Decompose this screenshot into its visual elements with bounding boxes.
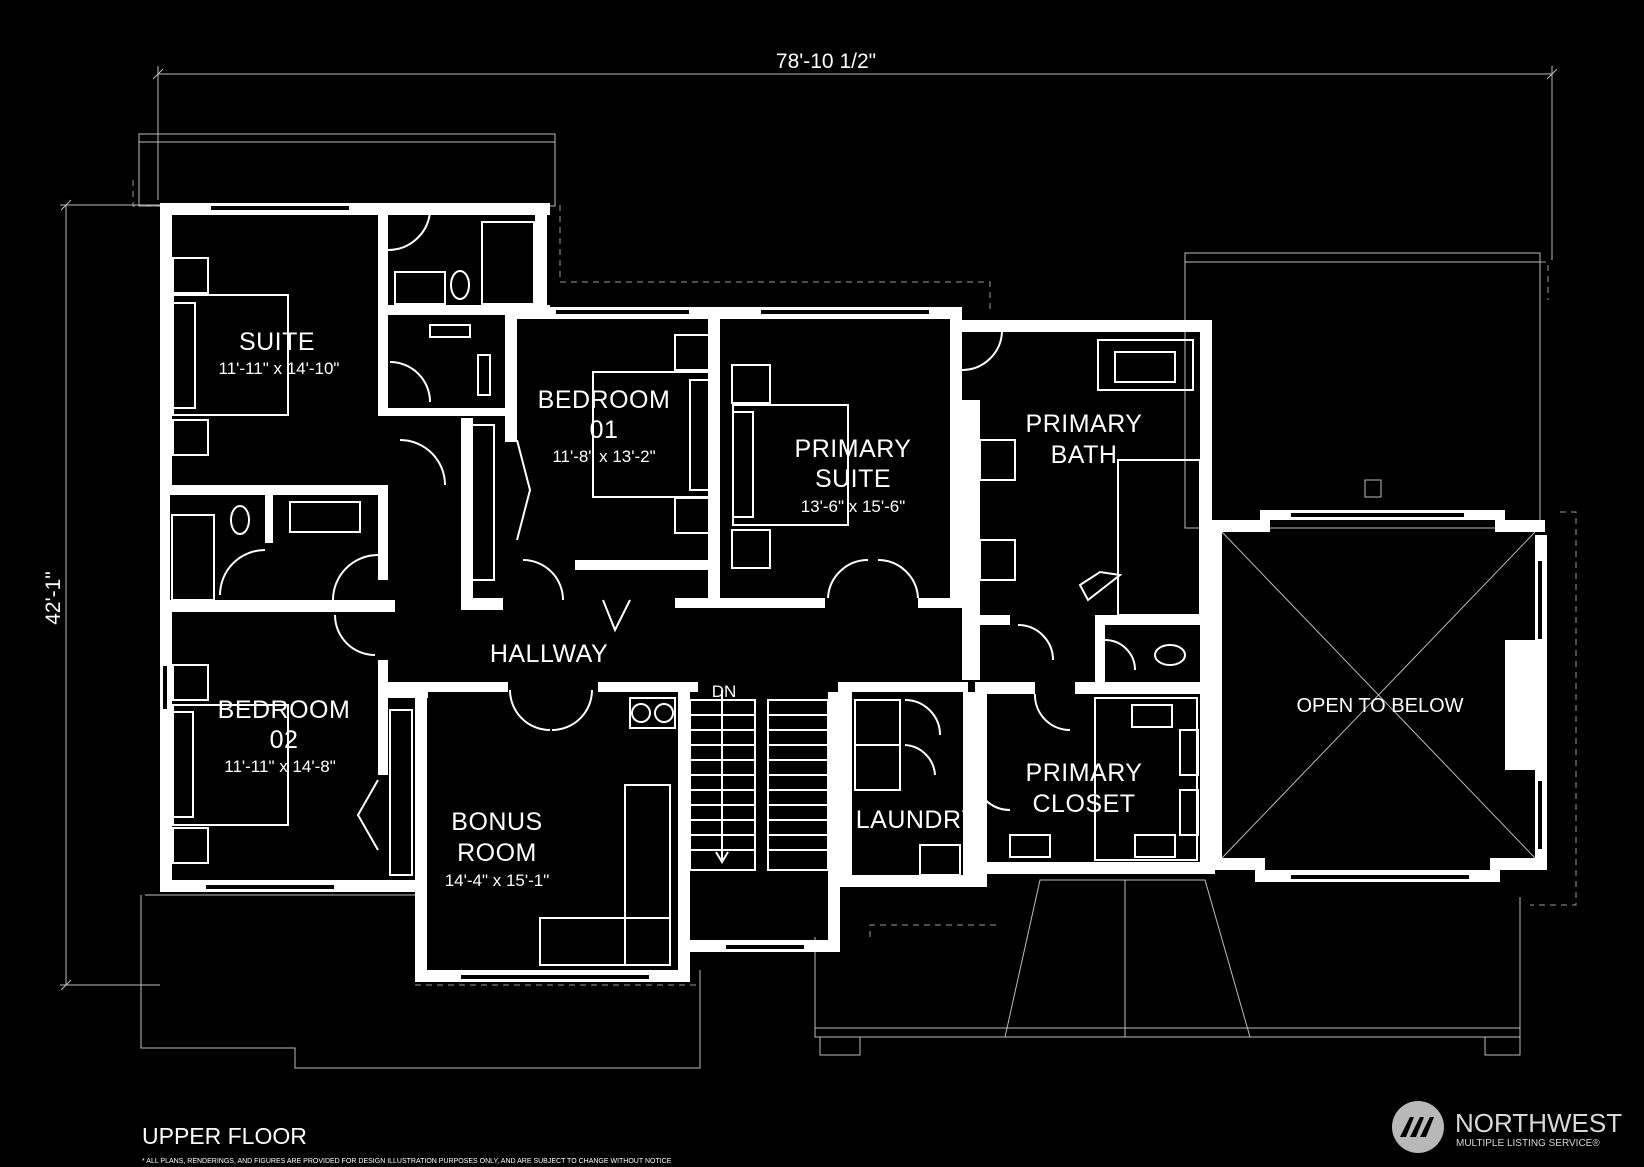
bonus-room-name-line1: BONUS	[451, 808, 542, 836]
nwmls-logo-icon	[1392, 1101, 1444, 1153]
primary-closet-name-line2: CLOSET	[1032, 790, 1135, 818]
stairs-label: DN	[712, 682, 737, 701]
fixtures	[171, 211, 1536, 966]
bedroom02-size: 11'-11" x 14'-8"	[224, 757, 336, 776]
hallway-name: HALLWAY	[490, 640, 608, 668]
floor-title: UPPER FLOOR	[142, 1123, 307, 1149]
primary-suite-name-line2: SUITE	[815, 465, 891, 493]
watermark-tagline: MULTIPLE LISTING SERVICE®	[1456, 1138, 1600, 1149]
overall-depth-dimension: 42'-1"	[42, 199, 160, 991]
overall-width-label: 78'-10 1/2"	[776, 50, 876, 73]
overall-width-dimension: 78'-10 1/2"	[152, 50, 1558, 260]
open-to-below-label: OPEN TO BELOW	[1296, 695, 1463, 717]
primary-bath-name-line2: BATH	[1051, 441, 1118, 469]
stairs	[689, 690, 829, 871]
bedroom01-name-line1: BEDROOM	[538, 386, 671, 414]
overall-depth-label: 42'-1"	[42, 571, 65, 625]
laundry-name: LAUNDRY	[856, 806, 979, 834]
primary-bath-name-line1: PRIMARY	[1026, 410, 1143, 438]
suite-name: SUITE	[239, 328, 315, 356]
bedroom01-name-line2: 01	[590, 416, 619, 444]
walls	[160, 203, 1547, 982]
primary-suite-name-line1: PRIMARY	[795, 435, 912, 463]
bedroom01-size: 11'-8" x 13'-2"	[552, 447, 655, 466]
bedroom02-name-line2: 02	[270, 726, 299, 754]
primary-suite-size: 13'-6" x 15'-6"	[801, 497, 906, 516]
suite-size: 11'-11" x 14'-10"	[219, 359, 340, 378]
bedroom02-name-line1: BEDROOM	[218, 696, 351, 724]
primary-closet-name-line1: PRIMARY	[1026, 759, 1143, 787]
nwmls-watermark: NORTHWEST MULTIPLE LISTING SERVICE®	[1392, 1101, 1622, 1153]
windows	[161, 204, 1544, 981]
bonus-room-name-line2: ROOM	[457, 839, 537, 867]
watermark-brand: NORTHWEST	[1455, 1108, 1622, 1138]
room-labels: SUITE 11'-11" x 14'-10" BEDROOM 01 11'-8…	[218, 328, 1464, 890]
disclaimer: * ALL PLANS, RENDERINGS, AND FIGURES ARE…	[142, 1158, 672, 1165]
bonus-room-size: 14'-4" x 15'-1"	[445, 871, 550, 890]
